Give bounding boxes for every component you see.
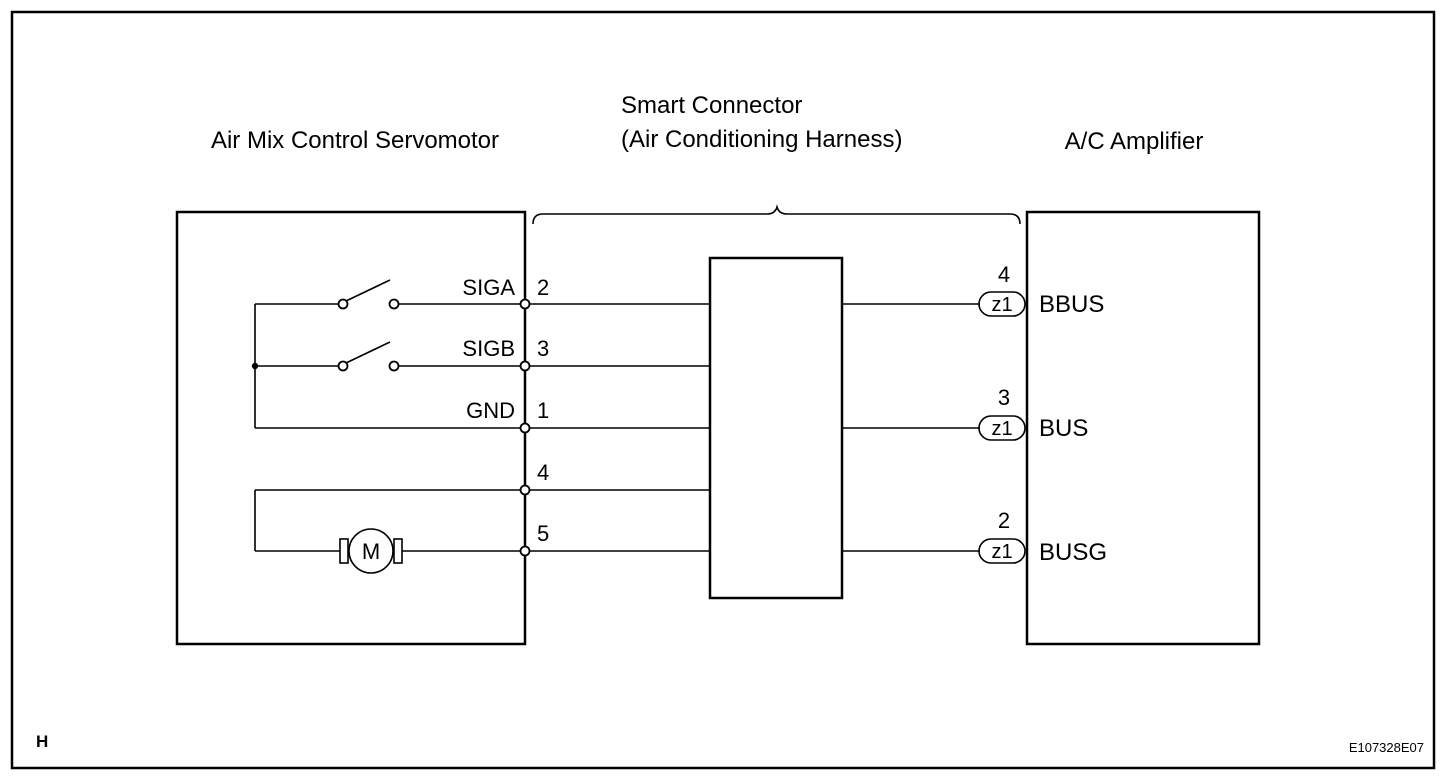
servo-motor: M bbox=[254, 489, 520, 574]
outer-frame bbox=[10, 10, 1436, 770]
amplifier-box bbox=[1025, 210, 1261, 646]
pin-name-sigb: SIGB bbox=[462, 336, 515, 361]
connector-label-bbus: z1 bbox=[991, 294, 1012, 316]
smart-connector-title-line2: (Air Conditioning Harness) bbox=[621, 126, 902, 153]
amp-pin-num-bus: 3 bbox=[998, 385, 1010, 410]
corner-label: H bbox=[36, 732, 48, 751]
amp-pin-name-busg: BUSG bbox=[1039, 539, 1107, 566]
amplifier-title: A/C Amplifier bbox=[1065, 128, 1204, 155]
connector-label-bus: z1 bbox=[991, 418, 1012, 440]
motor-label: M bbox=[362, 539, 380, 564]
harness-brace bbox=[532, 204, 1021, 225]
connector-label-busg: z1 bbox=[991, 541, 1012, 563]
pin-num-4: 4 bbox=[537, 460, 549, 485]
servomotor-terminals bbox=[519, 298, 531, 557]
connector-z1-busg: z1 bbox=[978, 538, 1026, 564]
pin-name-siga: SIGA bbox=[462, 275, 515, 300]
amp-pin-num-bbus: 4 bbox=[998, 262, 1010, 287]
amp-pin-name-bus: BUS bbox=[1039, 415, 1088, 442]
connector-z1-bbus: z1 bbox=[978, 291, 1026, 317]
amp-pin-num-busg: 2 bbox=[998, 508, 1010, 533]
amp-pin-name-bbus: BBUS bbox=[1039, 291, 1104, 318]
servomotor-title: Air Mix Control Servomotor bbox=[211, 127, 499, 154]
smart-connector-box bbox=[708, 256, 844, 600]
position-sensor-switches bbox=[251, 279, 520, 429]
smart-connector-title-line1: Smart Connector bbox=[621, 92, 802, 119]
pin-num-5: 5 bbox=[537, 521, 549, 546]
figure-code: E107328E07 bbox=[1349, 740, 1424, 755]
pin-num-gnd: 1 bbox=[537, 398, 549, 423]
pin-name-gnd: GND bbox=[466, 398, 515, 423]
harness-wires-right bbox=[842, 303, 980, 552]
pin-num-siga: 2 bbox=[537, 275, 549, 300]
harness-wires-left bbox=[525, 303, 710, 552]
connector-z1-bus: z1 bbox=[978, 415, 1026, 441]
pin-num-sigb: 3 bbox=[537, 336, 549, 361]
